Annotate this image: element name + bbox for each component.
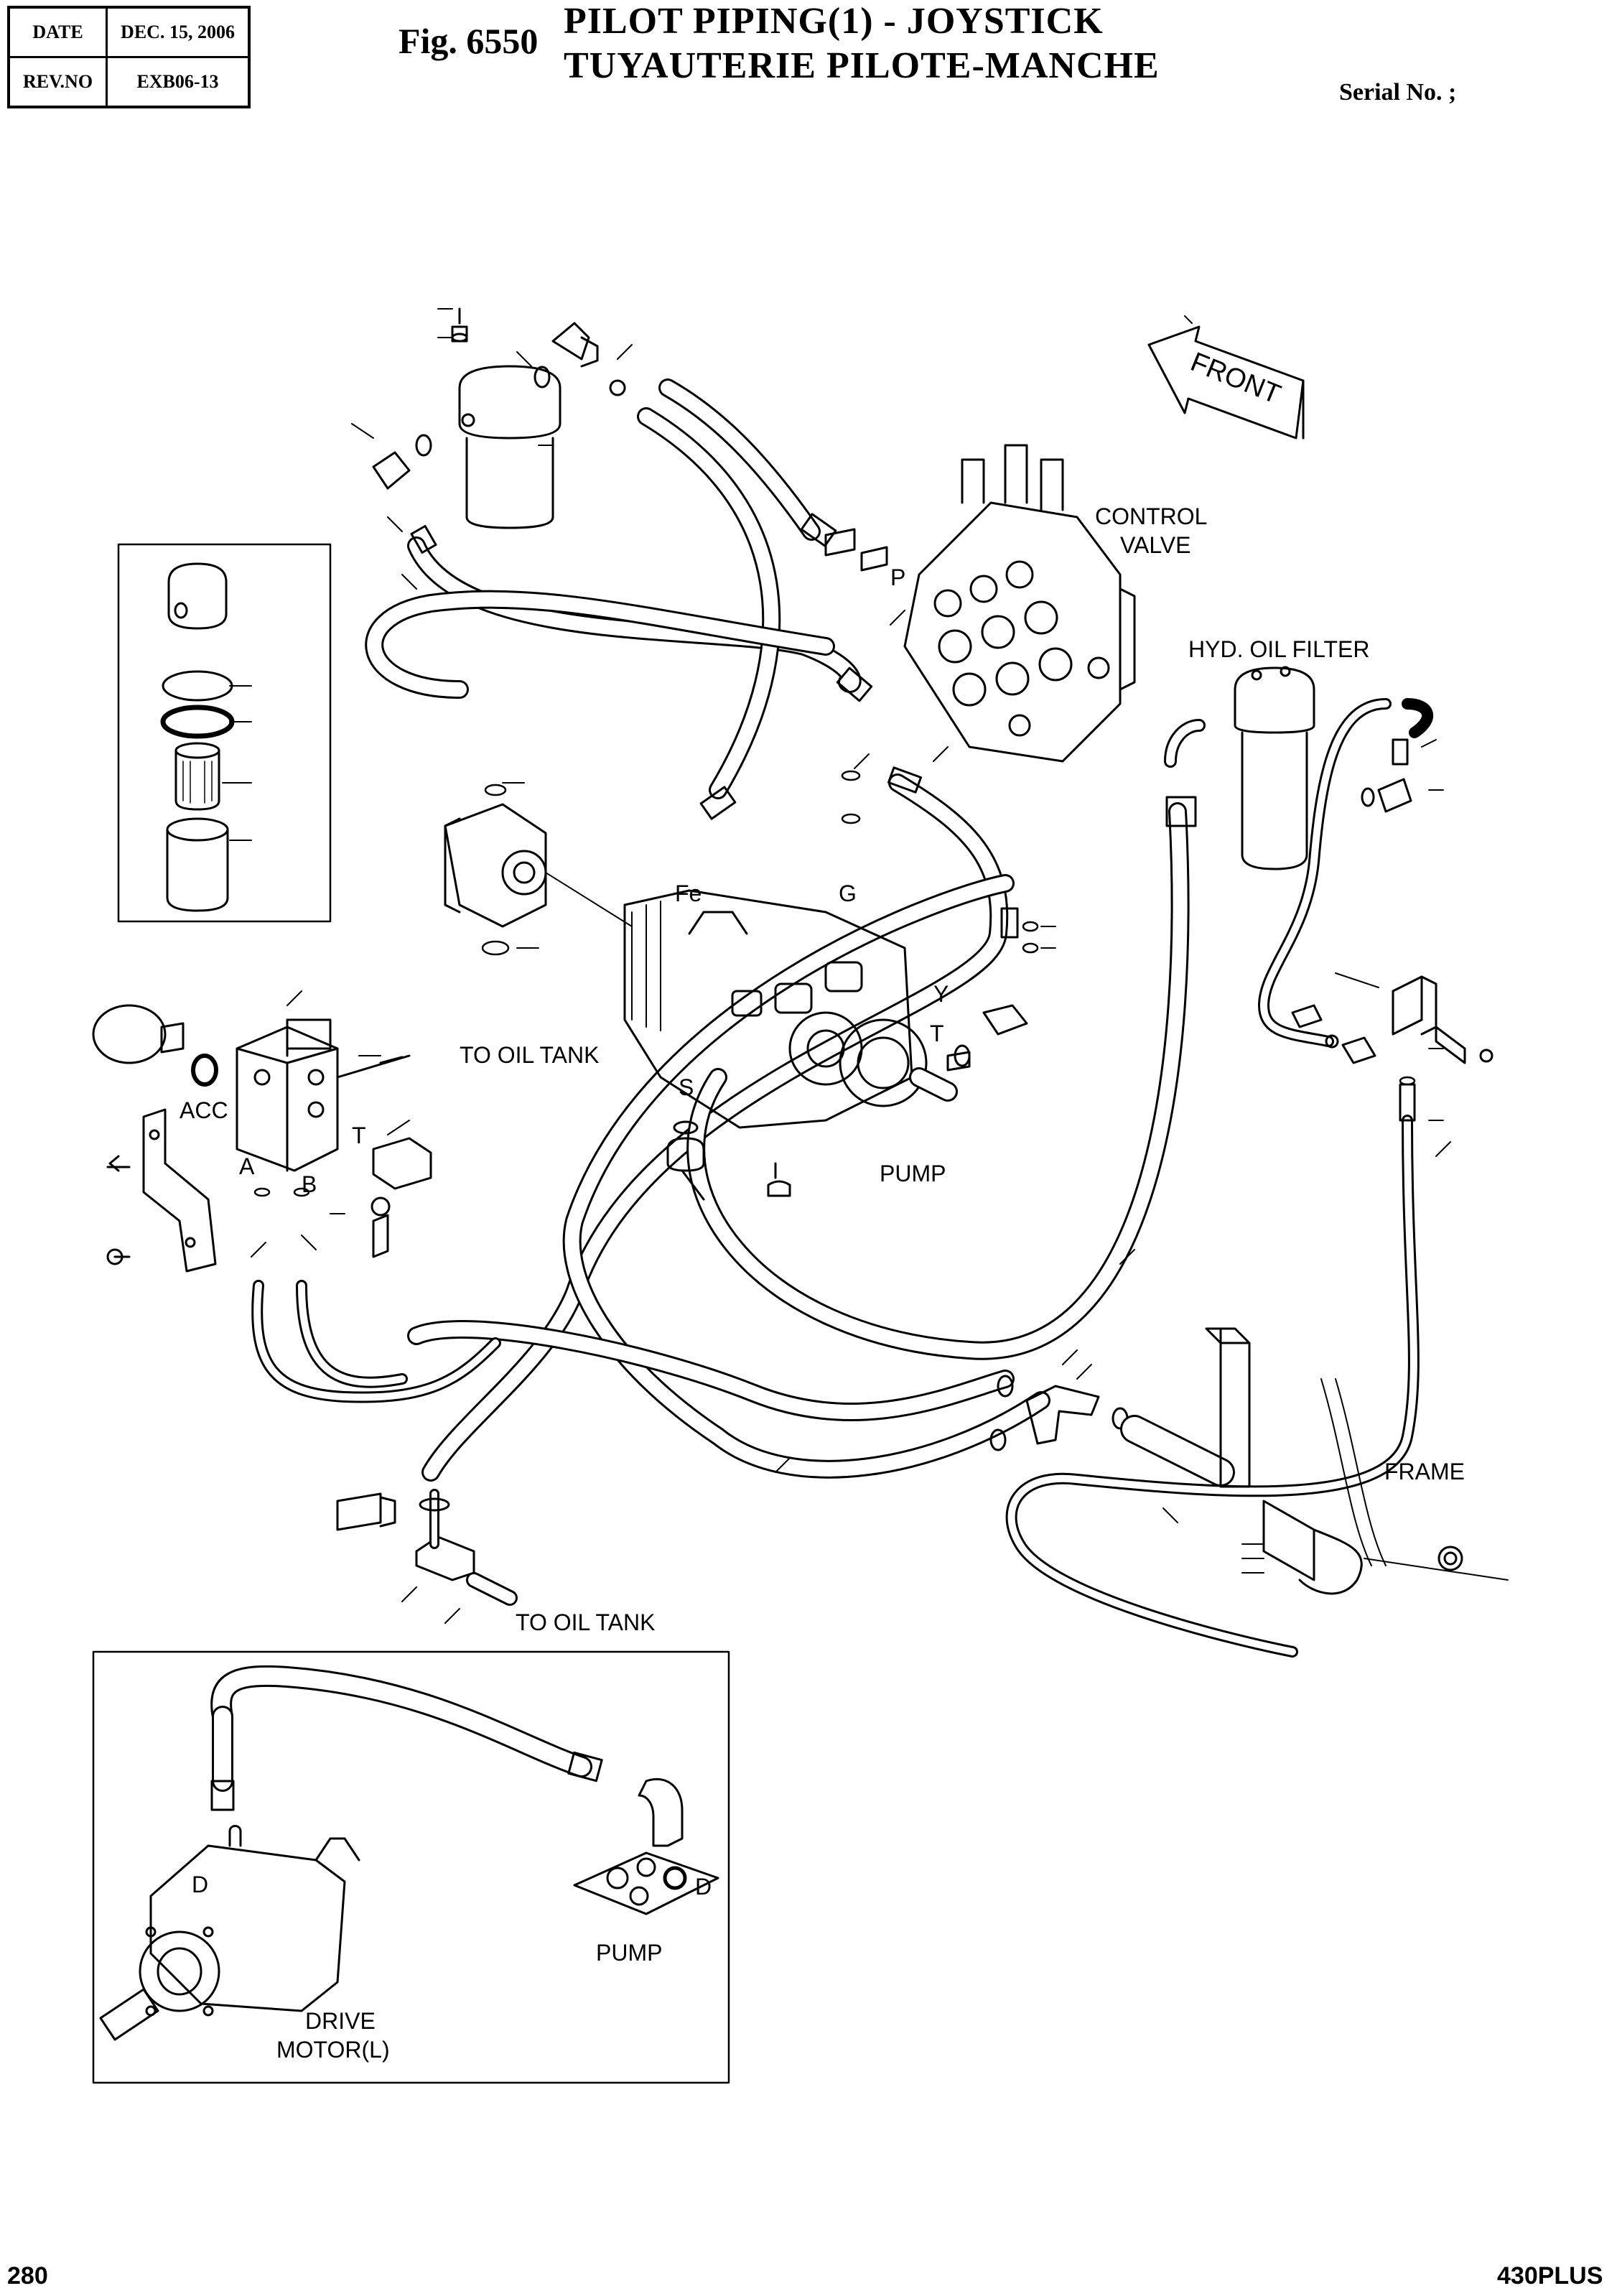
date-value: DEC. 15, 2006 <box>106 6 251 58</box>
port-fe-label: Fe <box>675 880 702 906</box>
valve-block <box>236 1018 411 1172</box>
port-p-label: P <box>890 564 906 590</box>
gear-pump <box>444 803 633 928</box>
drive-motor-label-line2: MOTOR(L) <box>276 2037 390 2063</box>
rev-label: REV.NO <box>7 56 108 108</box>
revision-table: DATE DEC. 15, 2006 REV.NO EXB06-13 <box>7 6 251 108</box>
drive-motor-part <box>99 1825 360 2041</box>
pump-t-port-fitting <box>909 1004 1028 1102</box>
date-label: DATE <box>7 6 108 58</box>
rev-value: EXB06-13 <box>106 56 251 108</box>
filter-element-part <box>174 742 220 811</box>
hyd-oil-filter <box>1164 666 1315 870</box>
accumulator-label: ACC <box>180 1097 228 1123</box>
port-b-label: B <box>302 1171 317 1197</box>
control-valve-label-line1: CONTROL <box>1095 503 1208 529</box>
leader-lines <box>251 308 1451 1624</box>
hose-12 <box>1005 1115 1420 1658</box>
control-valve-label-line2: VALVE <box>1120 532 1191 558</box>
port-s-label: S <box>679 1074 694 1100</box>
inset-pump-label: PUMP <box>596 1940 663 1966</box>
figure-title-english: PILOT PIPING(1) - JOYSTICK <box>564 1 1104 42</box>
drive-motor-inset <box>92 1650 730 2084</box>
port-a-label: A <box>239 1153 255 1179</box>
hyd-oil-filter-label: HYD. OIL FILTER <box>1188 636 1370 662</box>
frame-label: FRAME <box>1384 1459 1465 1484</box>
filter-bowl-part <box>166 817 229 912</box>
tee-fitting-bottom-left <box>336 1489 518 1606</box>
page-number: 280 <box>7 2262 48 2290</box>
o-ring-large <box>162 670 233 702</box>
mounting-bracket <box>106 1108 217 1273</box>
model-name: 430PLUS <box>1497 2262 1603 2290</box>
o-ring-bold <box>160 705 235 739</box>
inset-port-d-right-label: D <box>695 1874 712 1900</box>
inset-hose <box>210 1665 684 1847</box>
to-oil-tank-lower-label: TO OIL TANK <box>516 1609 656 1635</box>
accumulator <box>92 1004 218 1087</box>
check-valve <box>371 1137 432 1258</box>
drive-motor-label-line1: DRIVE <box>305 2008 376 2034</box>
inset-port-d-left-label: D <box>192 1872 209 1897</box>
port-t-pump-label: T <box>930 1021 944 1046</box>
figure-number: Fig. 6550 <box>399 21 539 61</box>
frame-structure <box>1205 1327 1509 1595</box>
elbow-fitting-top <box>533 322 599 389</box>
hose-10 <box>296 1280 408 1388</box>
port-g-label: G <box>839 880 857 906</box>
filter-parts-inset <box>117 543 332 923</box>
inset-pump-flange <box>573 1851 719 1915</box>
hose-11 <box>1258 698 1434 1047</box>
filter-head-part <box>167 562 228 630</box>
suction-port-fitting <box>666 1120 791 1201</box>
port-t-block-label: T <box>352 1123 366 1148</box>
front-arrow <box>1147 325 1305 440</box>
port-y-label: Y <box>933 981 949 1007</box>
control-valve <box>903 444 1136 763</box>
pump-label: PUMP <box>880 1161 946 1186</box>
to-oil-tank-upper-label: TO OIL TANK <box>460 1042 600 1068</box>
main-pump <box>623 889 928 1129</box>
suction-filter <box>451 307 561 529</box>
tee-fitting-center <box>989 1375 1235 1487</box>
figure-title-french: TUYAUTERIE PILOTE-MANCHE <box>564 45 1160 86</box>
right-side-fittings <box>1291 778 1493 1064</box>
o-rings <box>253 770 1416 1197</box>
serial-number: Serial No. ; <box>1339 79 1457 106</box>
